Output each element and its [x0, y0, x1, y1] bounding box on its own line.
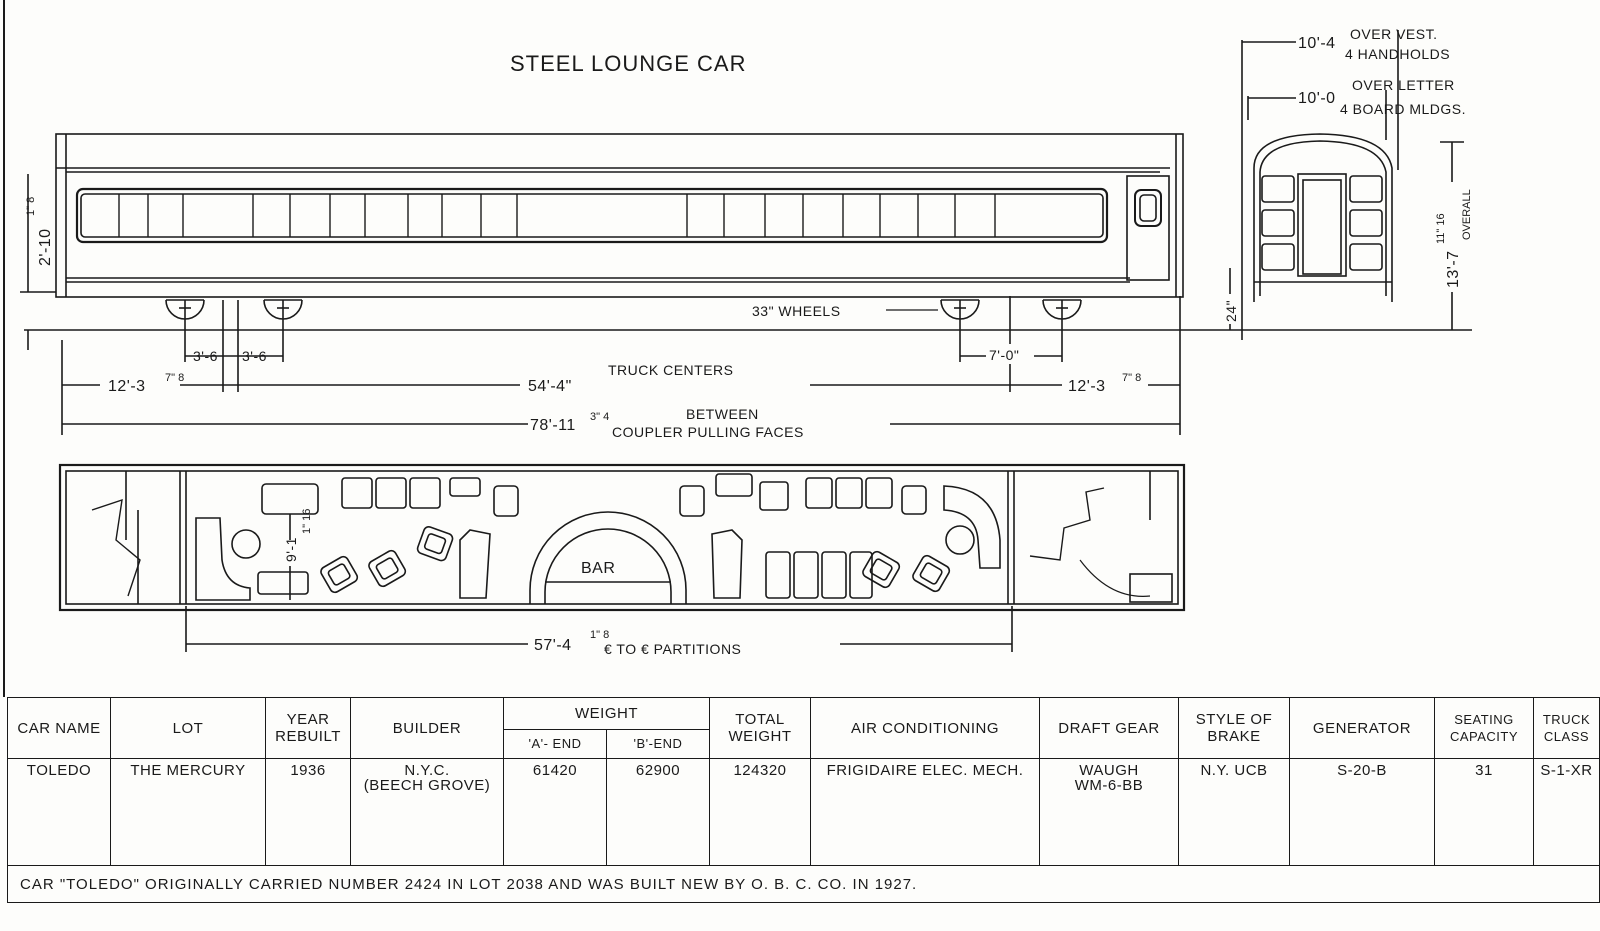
header-a-end: 'A'- END — [503, 728, 607, 760]
coupler-frac: 3" 4 — [590, 411, 609, 423]
cell-draft-gear-line2: WM-6-BB — [1074, 777, 1144, 794]
cell-generator: S-20-B — [1289, 758, 1435, 866]
floor-width-value: 9'-1 — [283, 537, 299, 562]
truck-centers-label: TRUCK CENTERS — [608, 362, 734, 378]
table-header-row: CAR NAME LOT YEAR REBUILT BUILDER WEIGHT… — [7, 697, 1600, 759]
vestibule-door — [1126, 175, 1170, 281]
board-mldgs-label: 4 BOARD MLDGS. — [1340, 101, 1466, 117]
dim-truck-centers — [61, 296, 1181, 435]
end-right-label: 12'-3 — [1068, 378, 1106, 395]
cell-truck-class: S-1-XR — [1533, 758, 1600, 866]
history-note: CAR "TOLEDO" ORIGINALLY CARRIED NUMBER 2… — [7, 865, 1600, 903]
end-right-frac: 7" 8 — [1122, 372, 1141, 384]
cell-draft-gear-line1: WAUGH — [1079, 762, 1139, 779]
cell-b-end: 62900 — [606, 758, 710, 866]
header-weight: WEIGHT — [503, 697, 710, 730]
dim-truck-wheelbase — [184, 296, 1063, 392]
dim-partitions — [185, 606, 1013, 652]
left-height-frac: 1" 8 — [25, 197, 37, 216]
cell-builder-line1: N.Y.C. — [404, 762, 450, 779]
over-vest-value: 10'-4 — [1298, 35, 1336, 52]
window-band — [75, 187, 1109, 244]
wheelbase-a-label: 3'-6 — [193, 348, 218, 364]
cell-draft-gear: WAUGH WM-6-BB — [1039, 758, 1179, 866]
header-car-name: CAR NAME — [7, 697, 111, 759]
header-truck-class: TRUCK CLASS — [1533, 697, 1600, 759]
side-elevation — [24, 133, 1472, 331]
end-width-dims — [1241, 30, 1399, 340]
cell-total-weight: 124320 — [709, 758, 811, 866]
left-height-label: 2'-10 — [37, 228, 54, 266]
end-left-frac: 7" 8 — [165, 372, 184, 384]
cell-year-rebuilt: 1936 — [265, 758, 351, 866]
over-vest-label: OVER VEST. — [1350, 26, 1437, 42]
dim-left-height: 2'-10 1" 8 — [20, 174, 56, 350]
header-seating-capacity: SEATING CAPACITY — [1434, 697, 1534, 759]
header-generator: GENERATOR — [1289, 697, 1435, 759]
bar-counter — [529, 511, 687, 604]
car-spec-table: CAR NAME LOT YEAR REBUILT BUILDER WEIGHT… — [7, 697, 1600, 903]
partitions-value: 57'-4 — [534, 637, 572, 654]
partitions-frac: 1" 8 — [590, 629, 609, 641]
cell-air-conditioning: FRIGIDAIRE ELEC. MECH. — [810, 758, 1040, 866]
wheelbase-b-label: 3'-6 — [242, 348, 267, 364]
dim-overall-height — [1229, 141, 1464, 330]
coupler-label-1: BETWEEN — [686, 406, 759, 422]
cell-a-end: 61420 — [503, 758, 607, 866]
overall-height-frac: 11" 16 — [1435, 213, 1447, 244]
header-b-end: 'B'-END — [606, 728, 710, 760]
note-row: CAR "TOLEDO" ORIGINALLY CARRIED NUMBER 2… — [7, 865, 1600, 903]
floor-width-frac: 1" 16 — [301, 509, 313, 534]
cell-car-name: TOLEDO — [7, 758, 111, 866]
drawing-title: STEEL LOUNGE CAR — [510, 51, 746, 76]
end-door — [1297, 173, 1347, 277]
header-builder: BUILDER — [350, 697, 504, 759]
cell-style-of-brake: N.Y. UCB — [1178, 758, 1290, 866]
header-total-weight: TOTAL WEIGHT — [709, 697, 811, 759]
cell-seating-capacity: 31 — [1434, 758, 1534, 866]
overall-label: OVERALL — [1461, 189, 1473, 240]
truck-centers-value: 54'-4" — [528, 378, 572, 395]
coupler-label-2: COUPLER PULLING FACES — [612, 424, 804, 440]
side-trucks — [165, 299, 1082, 320]
window-mullions — [118, 194, 996, 237]
over-letter-label: OVER LETTER — [1352, 77, 1455, 93]
header-air-conditioning: AIR CONDITIONING — [810, 697, 1040, 759]
rail-height-label: 24" — [1223, 300, 1239, 322]
lounge-car-drawing: STEEL LOUNGE CAR — [3, 0, 1473, 697]
over-letter-value: 10'-0 — [1298, 90, 1336, 107]
partitions-label: € TO € PARTITIONS — [604, 641, 741, 657]
cell-builder-line2: (BEECH GROVE) — [363, 777, 491, 794]
table-row: TOLEDO THE MERCURY 1936 N.Y.C. (BEECH GR… — [7, 758, 1600, 866]
wheelbase-c-label: 7'-0" — [989, 347, 1019, 363]
header-year-rebuilt: YEAR REBUILT — [265, 697, 351, 759]
header-draft-gear: DRAFT GEAR — [1039, 697, 1179, 759]
floor-plan — [58, 463, 1186, 612]
wheels-label: 33" WHEELS — [752, 303, 841, 319]
header-style-of-brake: STYLE OF BRAKE — [1178, 697, 1290, 759]
cell-builder: N.Y.C. (BEECH GROVE) — [350, 758, 504, 866]
handholds-label: 4 HANDHOLDS — [1345, 46, 1450, 62]
overall-height-value: 13'-7 — [1445, 250, 1462, 288]
table-subheader-row: 'A'- END 'B'-END — [8, 728, 1600, 760]
cell-lot: THE MERCURY — [110, 758, 266, 866]
end-elevation — [1253, 133, 1393, 302]
end-left-label: 12'-3 — [108, 378, 146, 395]
coupler-value: 78'-11 — [530, 417, 576, 434]
floor-plan-outline — [58, 463, 1186, 612]
car-body-outline — [55, 133, 1184, 298]
bar-label: BAR — [581, 560, 615, 577]
header-lot: LOT — [110, 697, 266, 759]
